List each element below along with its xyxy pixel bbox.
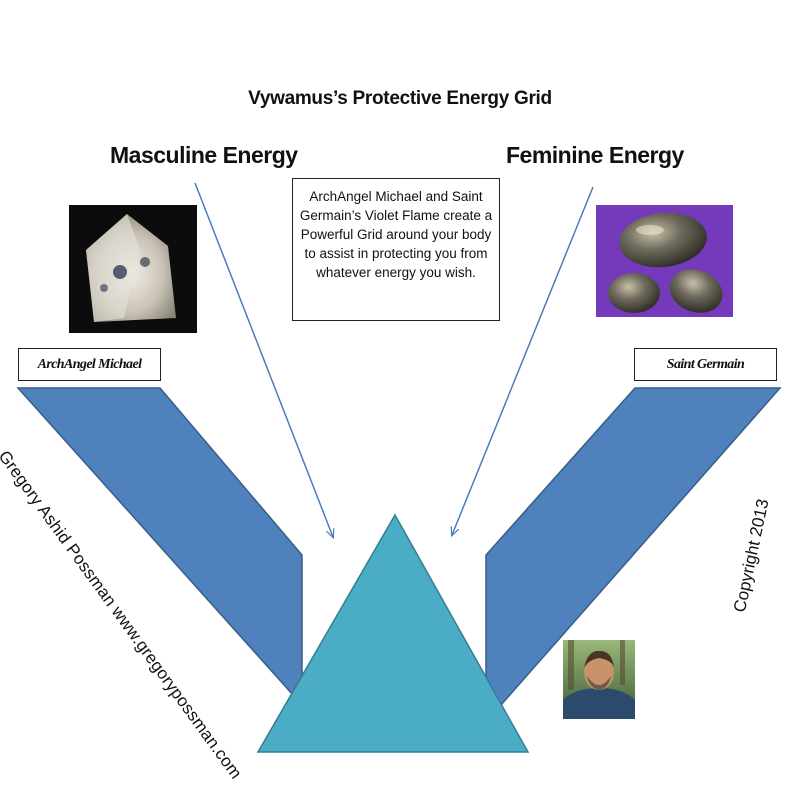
feminine-arrow (452, 186, 594, 535)
masculine-energy-label: Masculine Energy (110, 142, 298, 168)
stones-image (596, 205, 733, 317)
masculine-energy-band (16, 387, 303, 707)
central-triangle (256, 513, 530, 753)
crystal-image (69, 205, 197, 333)
page-title: Vywamus’s Protective Energy Grid (248, 88, 552, 109)
archangel-michael-label: ArchAngel Michael (18, 348, 161, 381)
author-portrait (563, 640, 635, 719)
info-note-box: ArchAngel Michael and Saint Germain’s Vi… (292, 178, 500, 321)
feminine-energy-label: Feminine Energy (506, 142, 684, 168)
saint-germain-label: Saint Germain (634, 348, 777, 381)
masculine-arrow (194, 182, 333, 537)
